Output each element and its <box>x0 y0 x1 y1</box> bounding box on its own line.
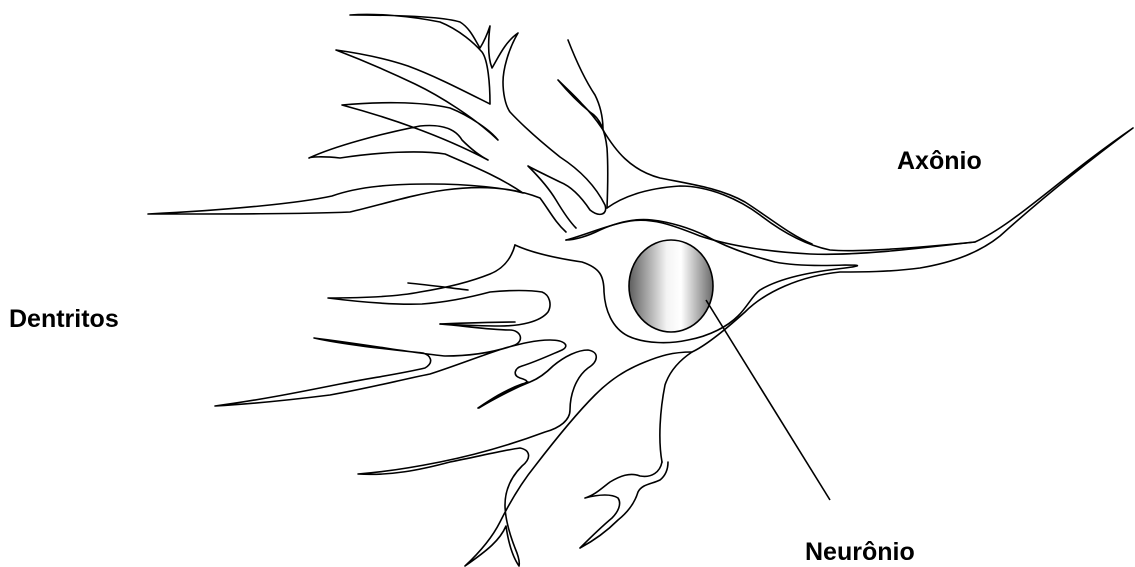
dendrites-label: Dentritos <box>9 307 119 332</box>
upper-spike <box>558 40 608 208</box>
neuron-pointer-line <box>706 300 830 500</box>
neuron-label: Neurônio <box>805 540 915 565</box>
soma-upper-edge-2 <box>603 130 812 244</box>
small-thorn-2 <box>440 322 515 324</box>
small-thorn <box>479 382 528 408</box>
nucleus <box>629 240 713 332</box>
axon-label: Axônio <box>897 149 982 174</box>
lower-right-dendrite <box>580 462 668 548</box>
upper-dendrite-branch <box>148 14 606 232</box>
